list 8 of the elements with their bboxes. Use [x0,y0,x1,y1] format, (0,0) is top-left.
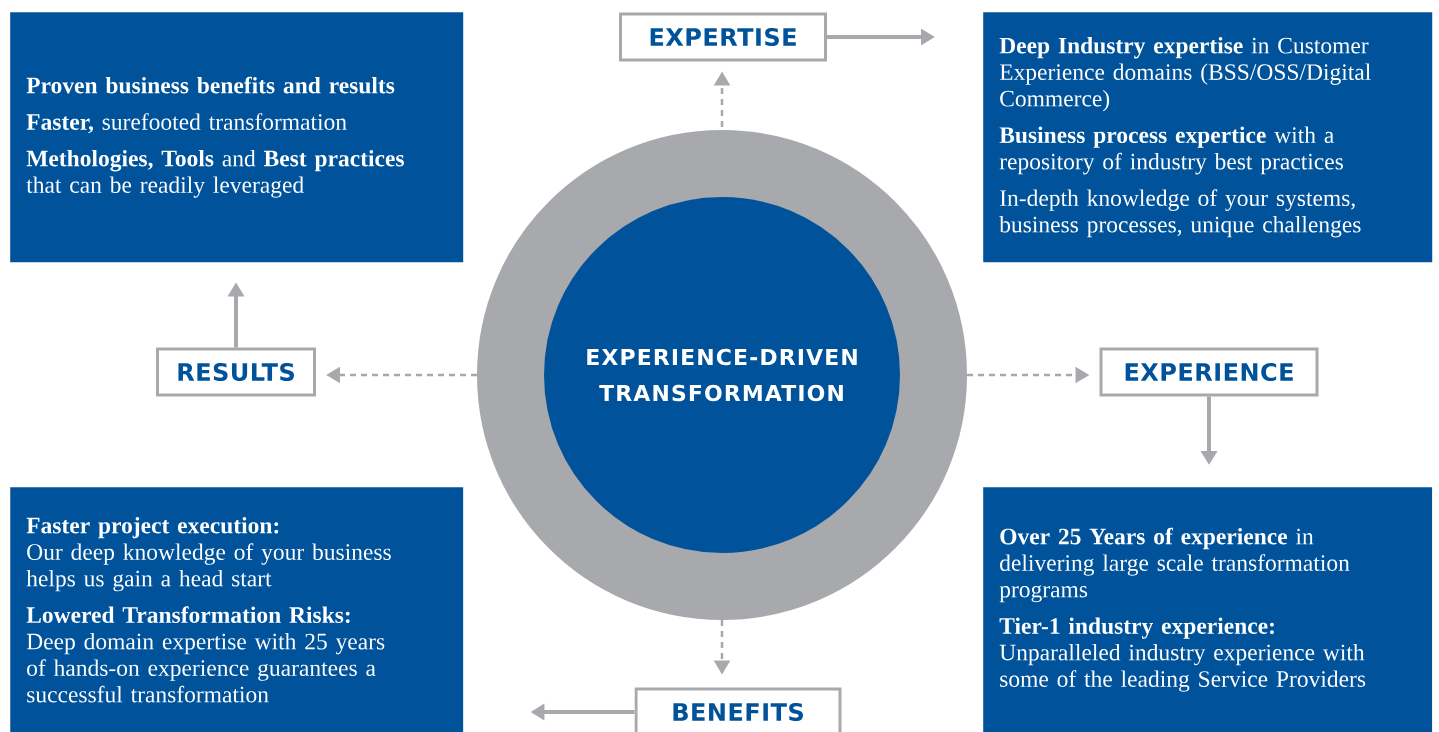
label-box: BENEFITS [634,687,842,732]
info-box: Proven business benefits and results Faster, surefooted transformation Methologies, Tools and Best practices that can be readily leveraged [10,12,464,263]
label-box: RESULTS [156,347,316,397]
label-box: EXPERIENCE [1099,347,1319,397]
info-box: Over 25 Years of experience in delivering large scale transformation programs Tier-1 industry experience: Unparalleled industry experience with some of the leading Service Providers [983,487,1433,732]
label-box: EXPERTISE [619,12,827,62]
info-box: Deep Industry expertise in Customer Experience domains (BSS/OSS/Digital Commerce) Business process expertice with a repository of industry best practices In-depth knowledge of your systems, business processes, unique challenges [983,12,1433,263]
info-box: Faster project execution: Our deep knowledge of your business helps us gain a head start Lowered Transformation Risks: Deep domain expertise with 25 years of hands-on experience guarantees a successful transformation [10,487,464,732]
